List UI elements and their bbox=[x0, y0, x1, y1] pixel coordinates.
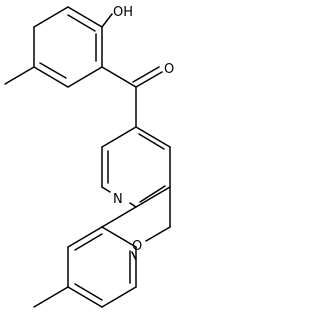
carbonyl-oxygen-label: O bbox=[164, 62, 174, 77]
double-bond bbox=[138, 133, 165, 150]
pyridine-nitrogen-label: N bbox=[113, 192, 123, 207]
phenol-ring bbox=[33, 6, 103, 88]
bond-ring-to-carbonyl bbox=[101, 66, 137, 88]
bond bbox=[67, 286, 103, 308]
bond bbox=[67, 226, 103, 248]
double-bond bbox=[67, 14, 96, 32]
carbonyl-double-bond bbox=[135, 71, 163, 88]
bond-pyridine-to-benzene bbox=[101, 206, 137, 228]
bond bbox=[67, 6, 103, 28]
molecule-structure: OH O N O bbox=[4, 5, 174, 308]
bond-ch2-to-oxygen bbox=[145, 226, 171, 242]
hydroxyl-label: OH bbox=[113, 5, 133, 20]
carbonyl-double-bond-inner bbox=[132, 66, 160, 83]
methyl-bond-lower bbox=[33, 286, 69, 308]
bond bbox=[67, 66, 103, 88]
bond bbox=[101, 226, 137, 248]
bond bbox=[135, 126, 171, 148]
bond bbox=[129, 202, 137, 208]
hydroxyl-bond bbox=[101, 13, 113, 28]
double-bond bbox=[139, 185, 166, 203]
ring-oxygen-label: O bbox=[132, 239, 142, 254]
bond bbox=[135, 186, 171, 208]
double-bond bbox=[39, 62, 67, 79]
bond bbox=[33, 66, 69, 88]
methyl-bond-upper bbox=[4, 66, 35, 85]
bond bbox=[33, 6, 69, 28]
pyridine-ring bbox=[101, 126, 171, 208]
lower-benzene-ring bbox=[67, 226, 137, 308]
double-bond bbox=[74, 283, 103, 301]
bond bbox=[101, 186, 111, 193]
bond bbox=[101, 126, 137, 148]
bond bbox=[101, 286, 137, 308]
double-bond bbox=[74, 233, 103, 251]
